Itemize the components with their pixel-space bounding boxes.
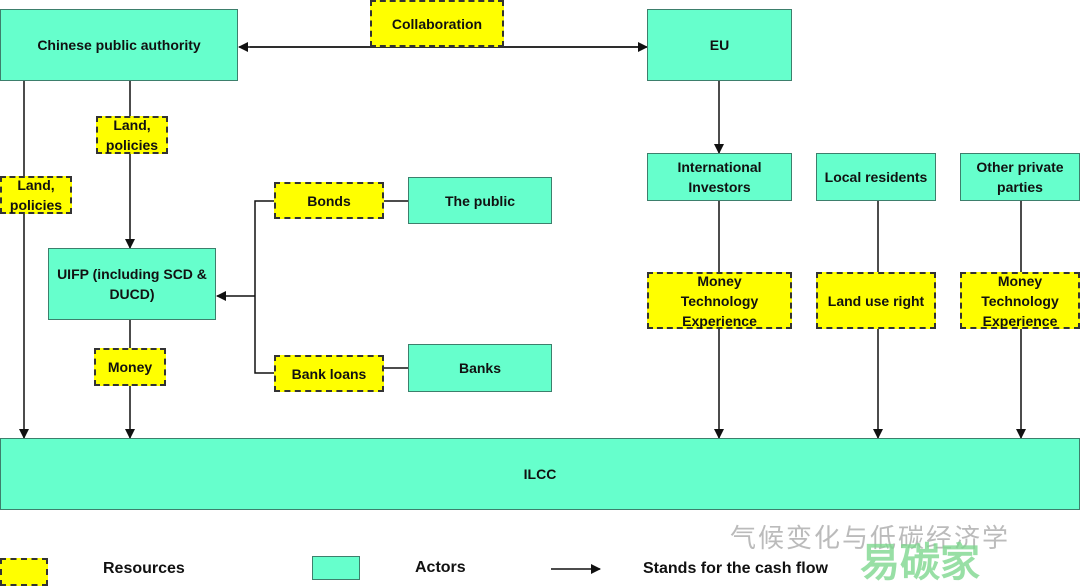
- actor-eu: EU: [647, 9, 792, 81]
- resource-collaboration: Collaboration: [370, 0, 504, 47]
- actor-ilcc: ILCC: [0, 438, 1080, 510]
- resource-land-policies: Land, policies: [96, 116, 168, 154]
- watermark-logo: 易碳家: [860, 541, 980, 585]
- actor-chinese-public-authority: Chinese public authority: [0, 9, 238, 81]
- actor-local-residents: Local residents: [816, 153, 936, 201]
- resource-bank-loans: Bank loans: [274, 355, 384, 392]
- actor-banks: Banks: [408, 344, 552, 392]
- resource-money-technology-experience: Money Technology Experience: [647, 272, 792, 329]
- resource-bonds: Bonds: [274, 182, 384, 219]
- actor-the-public: The public: [408, 177, 552, 224]
- resource-land-policies: Land, policies: [0, 176, 72, 214]
- financing-bracket: [254, 200, 274, 374]
- legend-cash-flow-label: Stands for the cash flow: [643, 560, 828, 577]
- legend-actors-label: Actors: [415, 559, 466, 576]
- actor-other-private-parties: Other private parties: [960, 153, 1080, 201]
- actor-international-investors: International Investors: [647, 153, 792, 201]
- resource-land-use-right: Land use right: [816, 272, 936, 329]
- actor-uifp: UIFP (including SCD & DUCD): [48, 248, 216, 320]
- legend-resources-label: Resources: [103, 560, 185, 577]
- legend-actors-swatch: [312, 556, 360, 580]
- resource-money-technology-experience: Money Technology Experience: [960, 272, 1080, 329]
- watermark-text: 气候变化与低碳经济学: [730, 523, 1011, 553]
- resource-money: Money: [94, 348, 166, 386]
- legend-resources-swatch: [0, 558, 48, 586]
